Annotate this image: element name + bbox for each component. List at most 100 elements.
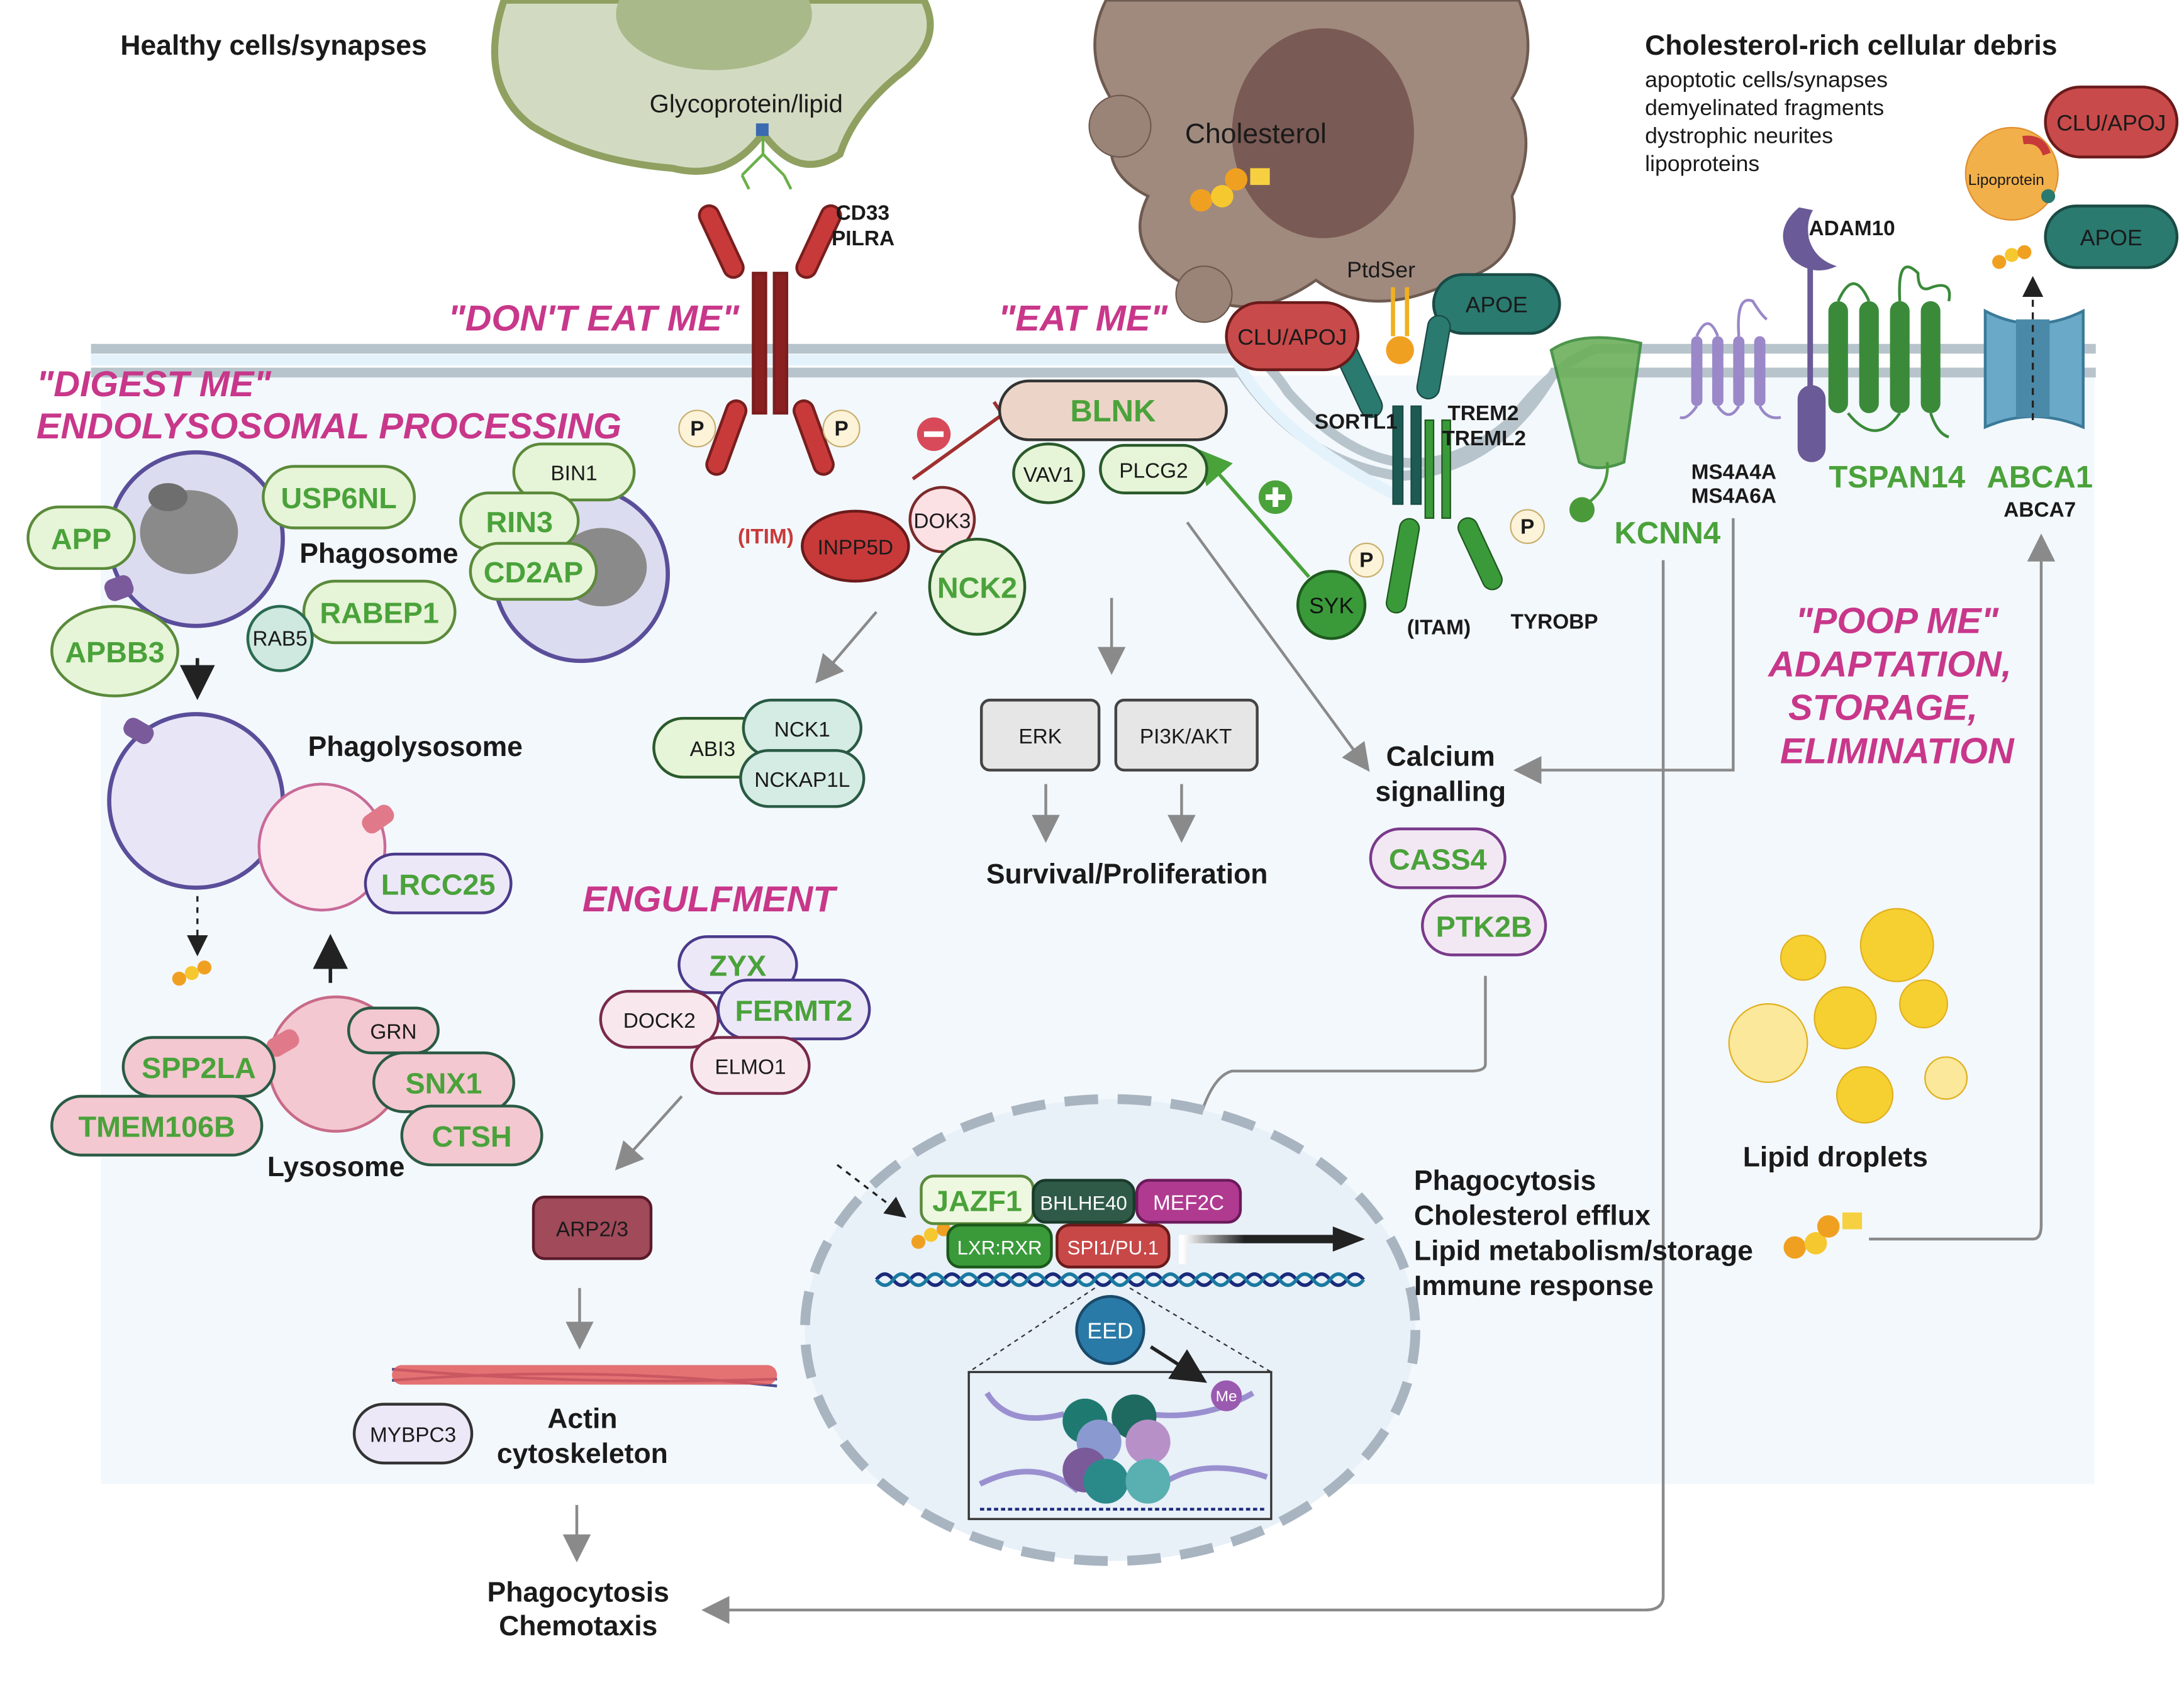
debris-item: dystrophic neurites — [1645, 123, 1833, 148]
apoe-ligand: APOE — [1432, 273, 1561, 335]
activation-arrow — [1196, 448, 1311, 579]
svg-text:MYBPC3: MYBPC3 — [370, 1424, 456, 1447]
abca7-label: ABCA7 — [2003, 499, 2076, 522]
debris-item: demyelinated fragments — [1645, 95, 1884, 120]
nuclear-outcomes: Phagocytosis Cholesterol efflux Lipid me… — [1414, 1165, 1753, 1301]
lysosome-label: Lysosome — [267, 1152, 404, 1182]
svg-text:LXR:RXR: LXR:RXR — [957, 1237, 1042, 1259]
svg-text:RABEP1: RABEP1 — [320, 597, 439, 630]
svg-text:FERMT2: FERMT2 — [735, 994, 853, 1027]
kcnn4-label: KCNN4 — [1614, 516, 1720, 550]
healthy-cells-heading: Healthy cells/synapses — [120, 30, 426, 61]
ptdser-head — [1386, 336, 1414, 364]
svg-text:CASS4: CASS4 — [1389, 843, 1487, 876]
phospho-badge: P — [678, 409, 716, 448]
svg-text:BHLHE40: BHLHE40 — [1040, 1192, 1127, 1214]
gene-jazf1: JAZF1 — [920, 1174, 1035, 1225]
adam10-label: ADAM10 — [1809, 217, 1895, 240]
trem2-label: TREM2 — [1447, 402, 1518, 425]
svg-text:P: P — [690, 418, 704, 441]
svg-text:USP6NL: USP6NL — [281, 482, 396, 514]
svg-text:JAZF1: JAZF1 — [932, 1185, 1022, 1218]
pi3k-akt-node: PI3K/AKT — [1114, 698, 1259, 772]
nucleosome — [978, 1390, 1268, 1511]
debris-bleb — [1088, 94, 1152, 158]
ms4a6a-label: MS4A6A — [1691, 484, 1776, 508]
actin-label: cytoskeleton — [497, 1438, 668, 1469]
svg-text:ZYX: ZYX — [709, 950, 766, 982]
debris-item: apoptotic cells/synapses — [1645, 67, 1888, 92]
svg-text:NCK1: NCK1 — [774, 718, 830, 742]
phospho-badge: P — [822, 409, 861, 448]
debris-bleb — [1175, 265, 1233, 323]
debris-list: apoptotic cells/synapses demyelinated fr… — [1645, 67, 1888, 176]
cholesterol-icon — [172, 960, 212, 986]
svg-text:CTSH: CTSH — [432, 1120, 511, 1153]
gene-bin1: BIN1 — [512, 442, 636, 502]
svg-text:CLU/APOJ: CLU/APOJ — [1237, 325, 1347, 350]
gene-nck2: NCK2 — [928, 537, 1027, 636]
gene-nckap1l: NCKAP1L — [739, 749, 866, 808]
gene-app: APP — [26, 505, 136, 570]
gene-rin3: RIN3 — [459, 491, 580, 551]
kcnn4-channel — [1549, 336, 1642, 523]
gene-rabep1: RABEP1 — [302, 579, 457, 645]
arrow — [1149, 1345, 1207, 1383]
tspan14-protein — [1828, 265, 1951, 438]
gene-fermt2: FERMT2 — [716, 979, 871, 1040]
svg-text:ABI3: ABI3 — [690, 738, 735, 761]
svg-text:P: P — [1359, 549, 1373, 572]
gene-nck1: NCK1 — [742, 698, 862, 758]
calcium-label: Calcium — [1386, 742, 1495, 772]
svg-text:SPI1/PU.1: SPI1/PU.1 — [1067, 1237, 1159, 1259]
gene-lxr-rxr: LXR:RXR — [946, 1223, 1053, 1269]
svg-text:TMEM106B: TMEM106B — [79, 1111, 235, 1143]
svg-text:Me: Me — [1216, 1388, 1237, 1405]
zoom-lines — [968, 1287, 1272, 1373]
svg-text:Lipoprotein: Lipoprotein — [1968, 172, 2044, 189]
itam-label: (ITAM) — [1407, 616, 1471, 640]
svg-text:RIN3: RIN3 — [486, 506, 552, 538]
gene-tmem106b: TMEM106B — [50, 1094, 264, 1157]
tspan14-label: TSPAN14 — [1829, 460, 1965, 494]
svg-text:LRCC25: LRCC25 — [381, 869, 496, 901]
phagocytosis-outcome: Phagocytosis — [488, 1577, 669, 1608]
calcium-label: signalling — [1375, 776, 1506, 807]
svg-text:SYK: SYK — [1309, 593, 1354, 618]
survival-label: Survival/Proliferation — [986, 859, 1268, 890]
gene-ctsh: CTSH — [400, 1104, 543, 1167]
gene-ptk2b: PTK2B — [1421, 894, 1547, 957]
transcription-arrowhead — [1332, 1226, 1365, 1252]
plus-icon — [1258, 480, 1293, 514]
erk-node: ERK — [979, 698, 1101, 772]
glycoprotein-label: Glycoprotein/lipid — [650, 90, 843, 118]
itim-label: (ITIM) — [738, 525, 794, 548]
eed-node: EED — [1075, 1295, 1145, 1365]
phospho-badge: P — [1510, 509, 1545, 544]
gene-dok3: DOK3 — [908, 486, 976, 553]
arrow — [815, 611, 878, 684]
gene-spp2la: SPP2LA — [121, 1036, 276, 1098]
gene-usp6nl: USP6NL — [262, 465, 416, 530]
svg-text:VAV1: VAV1 — [1023, 464, 1074, 487]
gene-bhlhe40: BHLHE40 — [1032, 1179, 1135, 1224]
app-stalk — [104, 575, 134, 601]
treml2-label: TREML2 — [1442, 427, 1526, 450]
healthy-cell-nucleus — [616, 0, 812, 70]
cd33-label: CD33 — [836, 202, 889, 225]
svg-text:P: P — [834, 418, 848, 441]
eat-me-heading: "EAT ME" — [998, 299, 1169, 339]
svg-text:DOK3: DOK3 — [913, 509, 971, 533]
svg-text:Phagocytosis: Phagocytosis — [1414, 1165, 1596, 1196]
svg-text:NCK2: NCK2 — [937, 572, 1017, 604]
cholesterol-icon — [1190, 168, 1270, 212]
clu-apoj-ligand: CLU/APOJ — [2044, 86, 2179, 158]
tyrobp-label: TYROBP — [1510, 611, 1598, 634]
svg-text:BIN1: BIN1 — [550, 462, 597, 486]
svg-text:STORAGE,: STORAGE, — [1788, 687, 1978, 728]
gene-abi3: ABI3 — [652, 716, 773, 779]
svg-text:ELMO1: ELMO1 — [715, 1055, 786, 1079]
minus-icon — [916, 417, 951, 451]
lipoprotein-particle: Lipoprotein — [1964, 126, 2059, 221]
engulfment-heading: ENGULFMENT — [582, 879, 838, 920]
